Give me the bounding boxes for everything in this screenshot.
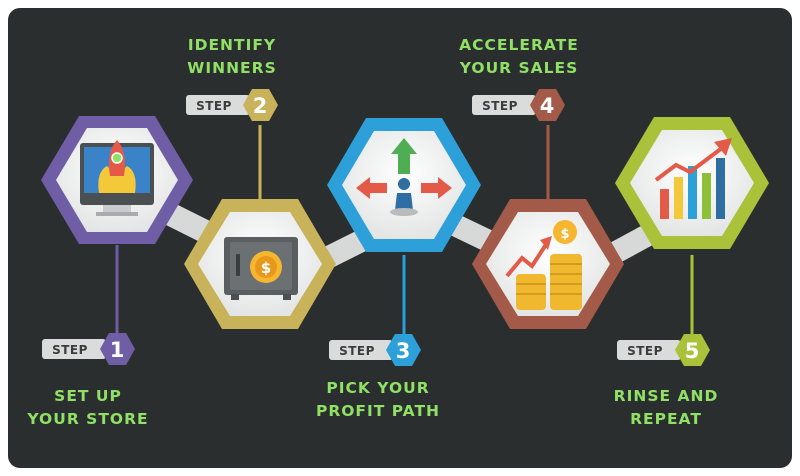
step-1-title: SET UP YOUR STORE xyxy=(26,387,148,428)
step-3-badge: STEP 3 xyxy=(329,334,421,366)
step-4-title-line-2: YOUR SALES xyxy=(459,59,579,77)
step-2-title-line-2: WINNERS xyxy=(187,59,277,77)
step-3-title-line-1: PICK YOUR xyxy=(326,379,429,397)
rocket-monitor-icon xyxy=(80,140,154,216)
step-1-title-line-1: SET UP xyxy=(54,387,122,405)
svg-text:$: $ xyxy=(560,227,569,242)
step-3-title-line-2: PROFIT PATH xyxy=(316,402,440,420)
step-1-word: STEP xyxy=(52,343,88,357)
step-5-hexagon xyxy=(615,117,769,249)
step-4-word: STEP xyxy=(482,99,518,113)
step-1-number: 1 xyxy=(110,338,125,362)
step-4-hexagon: $ xyxy=(472,199,624,329)
step-stems xyxy=(115,125,694,335)
step-2-title: IDENTIFY WINNERS xyxy=(187,36,277,77)
step-1-hexagon xyxy=(41,116,193,244)
step-2-hexagon: $ xyxy=(184,199,336,329)
svg-text:$: $ xyxy=(261,259,271,277)
step-4-title: ACCELERATE YOUR SALES xyxy=(459,36,579,77)
step-2-title-line-1: IDENTIFY xyxy=(188,36,276,54)
step-5-badge: STEP 5 xyxy=(617,334,710,366)
step-5-title-line-2: REPEAT xyxy=(630,410,702,428)
step-5-title: RINSE AND REPEAT xyxy=(614,387,719,428)
step-2-number: 2 xyxy=(253,94,268,118)
step-3-title: PICK YOUR PROFIT PATH xyxy=(316,379,440,420)
step-2-word: STEP xyxy=(196,99,232,113)
step-5-word: STEP xyxy=(627,344,663,358)
growth-chart-icon xyxy=(654,138,732,219)
safe-icon: $ xyxy=(224,237,298,300)
step-5-title-line-1: RINSE AND xyxy=(614,387,719,405)
step-3-word: STEP xyxy=(339,344,375,358)
step-4-badge: STEP 4 xyxy=(472,89,565,121)
step-1-badge: STEP 1 xyxy=(42,333,135,365)
direction-arrows-icon xyxy=(356,138,452,216)
step-5-number: 5 xyxy=(685,339,700,363)
step-2-badge: STEP 2 xyxy=(186,89,278,121)
coin-stacks-icon: $ xyxy=(505,220,582,310)
step-3-hexagon xyxy=(327,118,481,252)
step-3-number: 3 xyxy=(396,339,411,363)
step-4-title-line-1: ACCELERATE xyxy=(459,36,579,54)
step-4-number: 4 xyxy=(540,94,555,118)
step-1-title-line-2: YOUR STORE xyxy=(26,410,148,428)
